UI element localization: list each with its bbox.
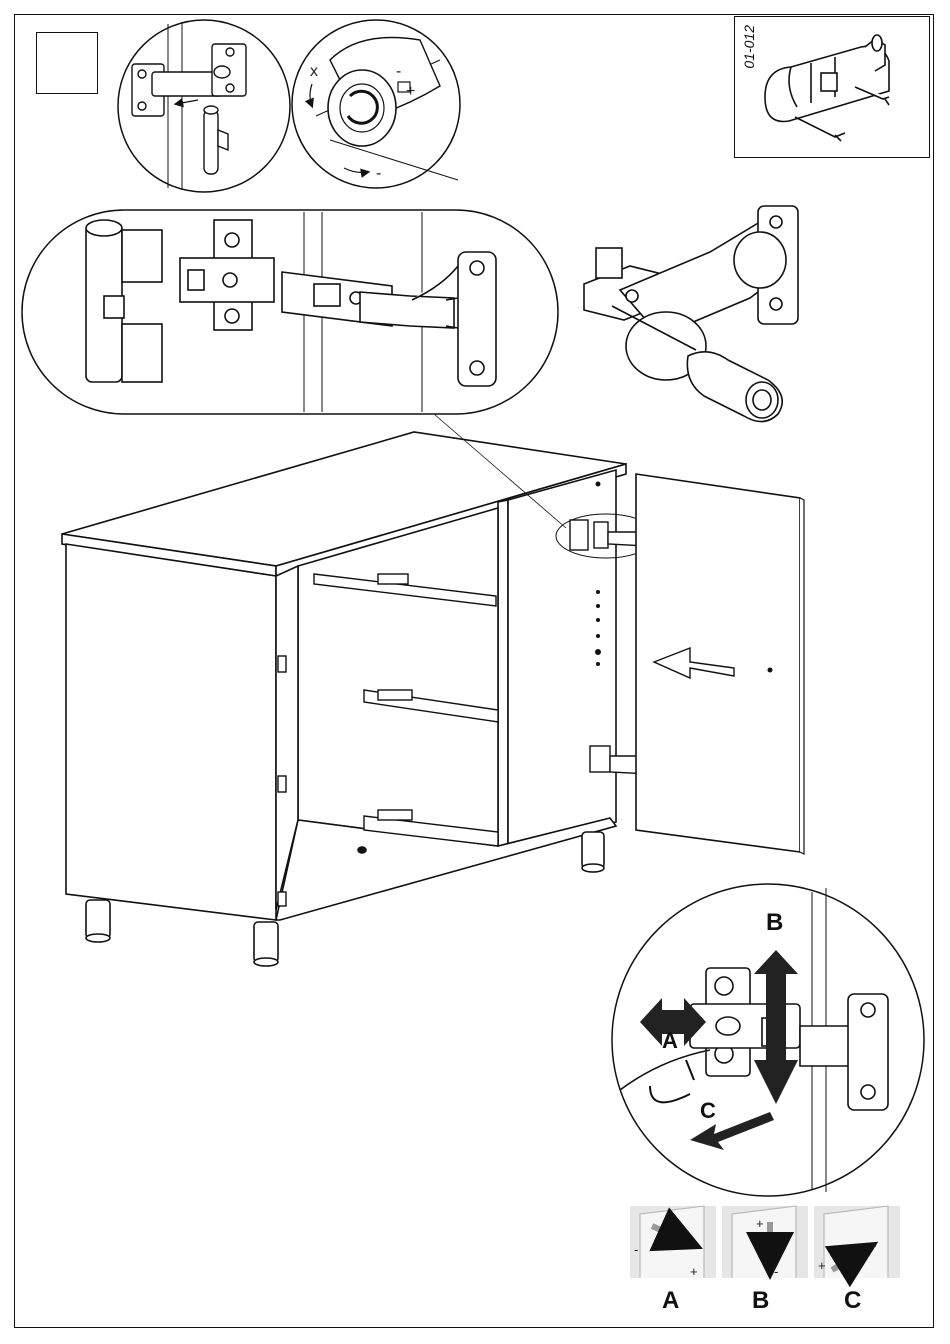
adjust-panel-c: + - C bbox=[814, 1206, 900, 1314]
cabinet-body bbox=[62, 432, 626, 966]
panel-c-left-sign: + bbox=[818, 1258, 826, 1273]
panel-a-label: A bbox=[662, 1287, 679, 1314]
dial-x-mark: x bbox=[310, 63, 318, 80]
dial-plus: + bbox=[406, 83, 415, 100]
panel-c-right-sign: - bbox=[872, 1238, 876, 1253]
adjust-panel-a: - + A bbox=[630, 1206, 716, 1314]
screwdriver-hinge-illustration bbox=[584, 206, 798, 422]
cabinet-door bbox=[636, 474, 804, 854]
dial-minus-bottom: - bbox=[376, 165, 381, 182]
detail-circle-hinge-mount bbox=[118, 20, 290, 192]
dial-minus: - bbox=[396, 63, 401, 80]
detail-circle-adjust-dial: - + x - bbox=[292, 20, 460, 188]
panel-a-right-sign: + bbox=[690, 1264, 698, 1279]
axis-label-b: B bbox=[766, 909, 783, 936]
panel-b-left-sign: + bbox=[756, 1216, 764, 1231]
axis-label-c: C bbox=[700, 1098, 716, 1123]
panel-b-label: B bbox=[752, 1287, 769, 1314]
panel-c-label: C bbox=[844, 1287, 861, 1314]
adjust-panel-b: + - B bbox=[722, 1206, 808, 1314]
panel-b-right-sign: - bbox=[774, 1264, 778, 1279]
axis-label-a: A bbox=[662, 1028, 678, 1053]
panel-a-left-sign: - bbox=[634, 1242, 638, 1257]
detail-hinge-exploded bbox=[22, 210, 558, 414]
